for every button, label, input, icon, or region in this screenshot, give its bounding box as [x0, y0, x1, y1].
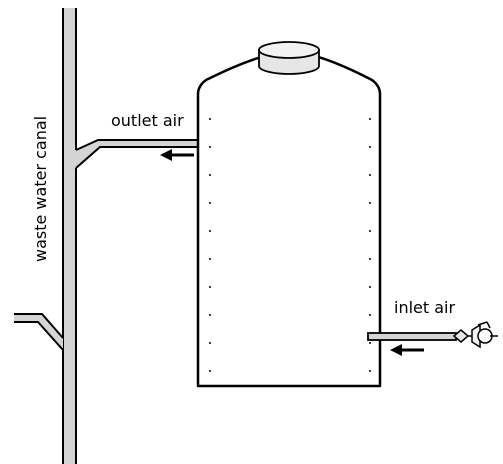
valve-icon: [452, 329, 474, 343]
outlet-air-label: outlet air: [111, 111, 184, 130]
hose-connector-icon: [471, 321, 498, 349]
inlet-flow-arrow: [390, 344, 424, 356]
tank-body: [196, 50, 382, 388]
canal-side-branch: [14, 314, 63, 350]
tank-lid: [258, 41, 320, 75]
tank: [196, 41, 382, 388]
outlet-flow-arrow: [160, 149, 194, 161]
canal-pipe: [63, 8, 76, 464]
canal-label: waste water canal: [31, 116, 50, 262]
inlet-air-label: inlet air: [394, 298, 455, 317]
inlet-air-pipe: [367, 332, 457, 341]
waste-water-canal: [14, 8, 77, 464]
